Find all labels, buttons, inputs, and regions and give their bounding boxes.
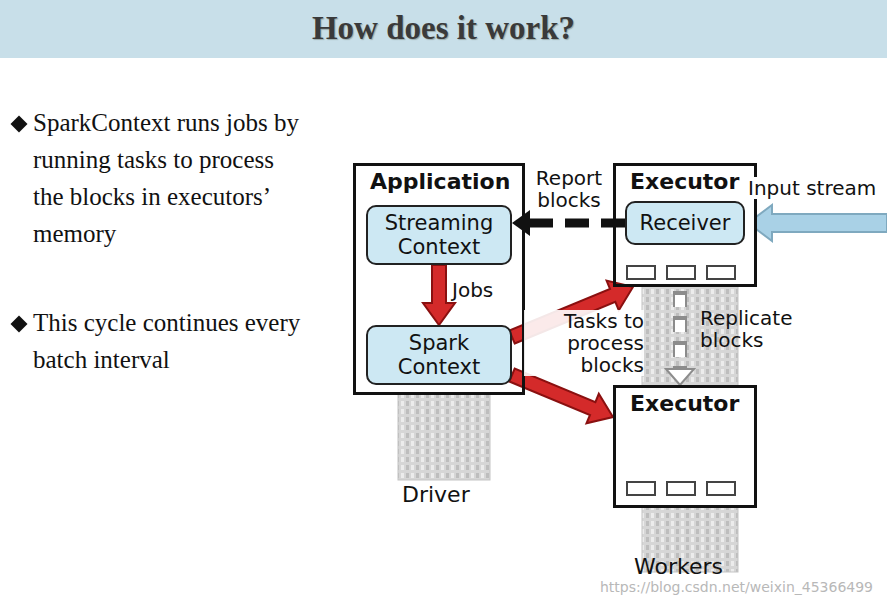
watermark: https://blog.csdn.net/weixin_45366499 [600, 578, 887, 596]
box-text: Receiver [640, 211, 731, 235]
dashed-arrow [530, 219, 625, 228]
box-text: Streaming Context [372, 211, 506, 259]
application-box: ApplicationStreaming ContextSpark Contex… [353, 163, 525, 395]
box-ground [353, 163, 525, 395]
executor-box: Executor [613, 385, 757, 508]
arrow-head [666, 369, 694, 385]
bullet-text: SparkContext runs jobs by running tasks … [33, 104, 301, 252]
replicate-arrow [673, 291, 687, 369]
driver-label: Driver [402, 482, 502, 508]
receiver-box: Receiver [625, 201, 745, 245]
memory-block [666, 481, 696, 496]
edge-label: Jobs [452, 279, 512, 301]
connector [512, 210, 625, 236]
box-heading: Application [356, 166, 522, 195]
bullet-text: This cycle continues every batch interva… [33, 304, 301, 378]
box-text: Spark Context [372, 331, 506, 379]
memory-block [666, 265, 696, 280]
memory-block [706, 481, 736, 496]
slide-title: How does it work? [0, 10, 887, 47]
box-heading: Executor [616, 388, 754, 417]
bullet-diamond [11, 316, 28, 333]
executor-box: ExecutorReceiver [613, 163, 757, 287]
memory-block [706, 265, 736, 280]
input-label: Input stream [746, 177, 878, 199]
edge-label: Report blocks [527, 167, 611, 211]
arrow-head [512, 210, 530, 236]
edge-label: Replicate blocks [700, 307, 810, 351]
workers-label: Workers [634, 554, 744, 580]
red-arrow [423, 265, 455, 325]
box-heading: Executor [616, 166, 754, 195]
memory-block [626, 265, 656, 280]
edge-label: Tasks to process blocks [524, 310, 644, 376]
input-stream-arrow [748, 205, 887, 241]
box-ground [613, 385, 757, 508]
connector [666, 291, 694, 385]
spark-context-box: Spark Context [366, 325, 512, 385]
memory-block [626, 481, 656, 496]
replicate-arrow [675, 293, 685, 369]
streaming-context-box: Streaming Context [366, 205, 512, 265]
box-ground [613, 163, 757, 287]
connector [423, 265, 455, 325]
bullet-diamond [11, 116, 28, 133]
